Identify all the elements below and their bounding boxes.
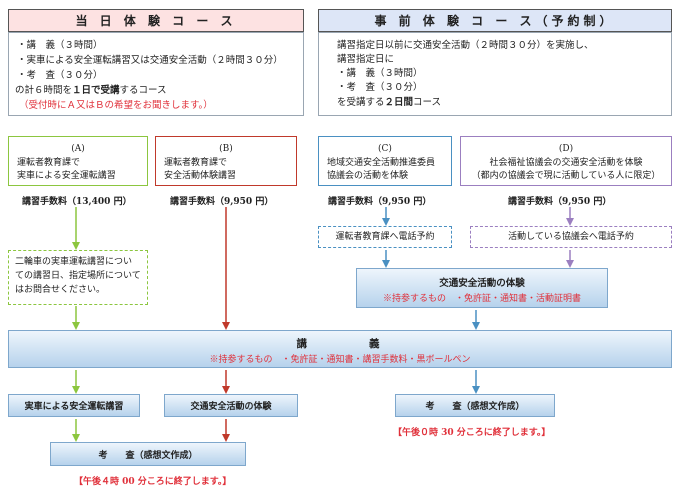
inquiry-box: 二輪車の実車運転講習につい ての講習日、指定場所について はお問合せください。 — [8, 250, 148, 305]
left-course-panel: ・講 義（３時間） ・実車による安全運転講習又は交通安全活動（２時間３０分） ・… — [8, 32, 304, 116]
left-line-3: ・考 査（３０分） — [17, 70, 103, 81]
activity-experience-title: 交通安全活動の体験 — [439, 278, 525, 289]
option-a-letter: (A) — [71, 144, 85, 154]
activity-experience-box-2: 交通安全活動の体験 — [164, 394, 298, 417]
end-time-right: 【午後０時 30 分ころに終了します。】 — [393, 428, 551, 438]
right-total-suffix: コース — [413, 97, 442, 108]
lecture-note: ※持参するもの ・免許証・通知書・講習手数料・黒ボールペン — [209, 355, 471, 365]
right-total-bold: ２日間 — [384, 97, 414, 108]
lecture-box: 講 義 ※持参するもの ・免許証・通知書・講習手数料・黒ボールペン — [8, 330, 672, 368]
option-a-box: (A) 運転者教育課で 実車による安全運転講習 — [8, 136, 148, 186]
left-note: （受付時にＡ又はＢの希望をお聞きします。） — [19, 100, 213, 111]
right-total-prefix: を受講する — [337, 97, 385, 108]
left-total-prefix: の計６時間を — [15, 85, 73, 96]
option-c-box: (C) 地域交通安全活動推進委員 協議会の活動を体験 — [318, 136, 452, 186]
option-b-line-1: 運転者教育課で — [164, 157, 228, 168]
activity-experience-box: 交通安全活動の体験 ※持参するもの ・免許証・通知書・活動証明書 — [356, 268, 608, 308]
option-a-line-1: 運転者教育課で — [17, 157, 81, 168]
option-c-line-2: 協議会の活動を体験 — [327, 171, 409, 181]
practical-driving-box: 実車による安全運転講習 — [8, 394, 140, 417]
reserve-d-box: 活動している協議会へ電話予約 — [470, 226, 672, 248]
option-b-letter: (B) — [219, 144, 233, 154]
option-b-line-2: 安全活動体験講習 — [164, 171, 237, 181]
right-line-2: 講習指定日に — [337, 54, 395, 65]
activity-experience-note: ※持参するもの ・免許証・通知書・活動証明書 — [382, 294, 581, 304]
inquiry-line-2: ての講習日、指定場所について — [15, 271, 141, 281]
option-d-line-1: 社会福祉協議会の交通安全活動を体験 — [489, 157, 643, 168]
right-course-panel: 講習指定日以前に交通安全活動（２時間３０分）を実施し、 講習指定日に ・講 義（… — [318, 32, 672, 116]
lecture-title: 講 義 — [296, 338, 384, 350]
left-line-2: ・実車による安全運転講習又は交通安全活動（２時間３０分） — [17, 55, 283, 66]
option-d-box: (D) 社会福祉協議会の交通安全活動を体験 （都内の協議会で現に活動している人に… — [460, 136, 672, 186]
option-b-fee: 講習手数料（9,950 円） — [170, 197, 274, 207]
option-b-box: (B) 運転者教育課で 安全活動体験講習 — [155, 136, 297, 186]
exam-right-box: 考 査（感想文作成） — [395, 394, 555, 417]
right-line-3: ・講 義（３時間） — [337, 68, 423, 79]
option-a-line-2: 実車による安全運転講習 — [17, 171, 116, 181]
option-c-fee: 講習手数料（9,950 円） — [328, 197, 432, 207]
right-line-1: 講習指定日以前に交通安全活動（２時間３０分）を実施し、 — [337, 40, 594, 51]
option-d-line-2: （都内の協議会で現に活動している人に限定） — [471, 171, 661, 181]
left-total-line: の計６時間を１日で受講するコース — [15, 83, 167, 98]
left-line-1: ・講 義（３時間） — [17, 40, 103, 51]
exam-left-box: 考 査（感想文作成） — [50, 442, 246, 466]
inquiry-line-3: はお問合せください。 — [15, 285, 106, 295]
right-course-title: 事 前 体 験 コ ー ス（予約制） — [318, 9, 672, 32]
left-course-title: 当 日 体 験 コ ー ス — [8, 9, 304, 32]
right-line-4: ・考 査（３０分） — [337, 82, 423, 93]
option-a-fee: 講習手数料（13,400 円） — [22, 197, 132, 207]
left-total-bold: １日で受講 — [72, 85, 120, 96]
left-total-suffix: するコース — [119, 85, 167, 96]
end-time-left: 【午後４時 00 分ころに終了します。】 — [74, 477, 232, 487]
option-d-fee: 講習手数料（9,950 円） — [508, 197, 612, 207]
option-c-line-1: 地域交通安全活動推進委員 — [327, 157, 436, 168]
inquiry-line-1: 二輪車の実車運転講習につい — [15, 257, 133, 267]
option-c-letter: (C) — [378, 144, 392, 154]
reserve-c-box: 運転者教育課へ電話予約 — [318, 226, 452, 248]
right-total-line: を受講する２日間コース — [337, 95, 441, 110]
option-d-letter: (D) — [558, 144, 574, 154]
